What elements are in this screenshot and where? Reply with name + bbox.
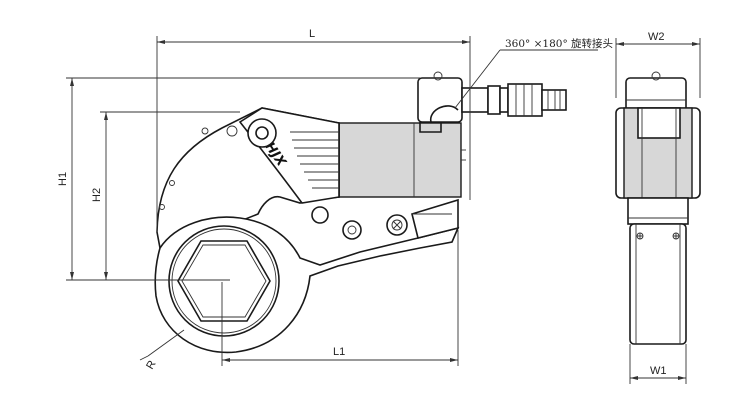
swivel-connector [417, 71, 567, 133]
pivot-pin [247, 118, 277, 148]
dim-L: L [309, 28, 315, 40]
front-view: W2 W1 [615, 31, 701, 384]
side-view: JHJX [154, 71, 567, 354]
cylinder-body [338, 122, 462, 198]
dim-H1: H1 [57, 172, 69, 186]
cover-ribs [290, 131, 339, 189]
hex-socket [177, 240, 271, 322]
dim-R: R [144, 359, 158, 372]
dim-H2: H2 [91, 188, 103, 202]
dim-W1: W1 [650, 365, 667, 377]
dim-W2: W2 [648, 31, 665, 43]
side-dimensions: L H1 H2 L1 R 360° ×180° 旋转接头 [57, 28, 613, 372]
swivel-note: 360° ×180° 旋转接头 [505, 37, 613, 50]
dim-L1: L1 [333, 346, 345, 358]
